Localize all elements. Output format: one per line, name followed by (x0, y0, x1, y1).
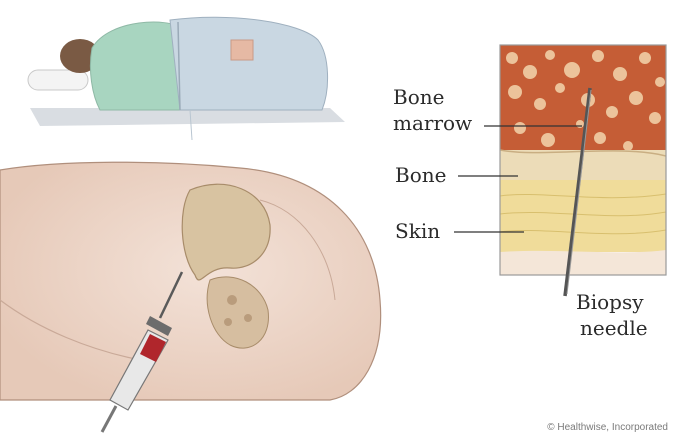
pillow (28, 70, 88, 90)
drape-opening (231, 40, 253, 60)
hospital-gown (90, 22, 180, 110)
label-biopsy-needle-line2: needle (580, 317, 648, 339)
label-bone: Bone (395, 164, 446, 186)
label-bone-marrow-line1: Bone (393, 86, 444, 108)
patient-on-table (28, 17, 345, 140)
hip-closeup (0, 162, 381, 400)
copyright-credit: © Healthwise, Incorporated (547, 422, 668, 433)
skin-fat-layer (500, 180, 666, 252)
exam-table (30, 108, 345, 126)
label-biopsy-needle-line1: Biopsy (576, 291, 644, 313)
sterile-drape (170, 17, 328, 110)
label-skin: Skin (395, 220, 440, 242)
label-bone-marrow-line2: marrow (393, 112, 472, 134)
